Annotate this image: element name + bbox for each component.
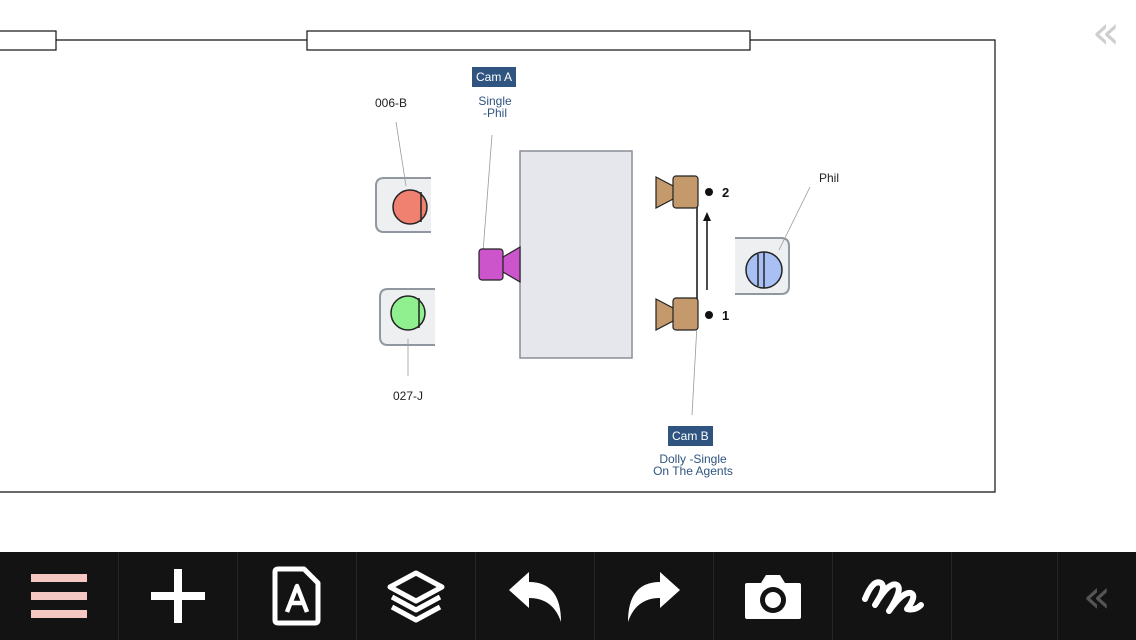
cam-a-icon[interactable] (478, 245, 521, 284)
toolbar-spacer (952, 552, 1057, 640)
window-left (0, 30, 57, 51)
bottom-toolbar: « (0, 552, 1136, 640)
cam-b-position-1-icon[interactable] (655, 297, 699, 331)
actor-label-027-J: 027-J (393, 389, 424, 403)
actor-027-J[interactable] (379, 288, 435, 346)
dolly-position-2-label: 2 (722, 185, 730, 200)
undo-button[interactable] (476, 552, 595, 640)
side-panel-collapse-button[interactable]: « (1091, 5, 1121, 59)
leader-cam-a (482, 134, 493, 253)
cam-b-tag[interactable]: Cam B (668, 426, 713, 446)
window-center (306, 30, 751, 51)
floor-plan-canvas[interactable]: 006-B 027-J Phil Cam A Single -Phil Cam … (0, 0, 1136, 552)
camera-icon (745, 575, 801, 619)
undo-icon (509, 572, 561, 622)
actor-006-B[interactable] (375, 177, 431, 233)
snapshot-button[interactable] (714, 552, 833, 640)
dolly-arrow-head (703, 212, 711, 221)
leader-006-B (395, 121, 407, 187)
add-button[interactable] (119, 552, 238, 640)
dolly-mark-1 (705, 311, 713, 319)
scribble-icon (862, 579, 924, 614)
dolly-mark-2 (705, 188, 713, 196)
text-document-icon (272, 566, 321, 626)
draw-button[interactable] (833, 552, 952, 640)
cam-a-description: Single -Phil (478, 94, 512, 120)
leader-phil (778, 186, 811, 251)
redo-icon (628, 572, 680, 622)
cam-a-tag[interactable]: Cam A (472, 67, 517, 87)
plus-icon (151, 569, 205, 623)
leader-cam-b (691, 324, 698, 416)
toolbar-collapse-button[interactable]: « (1057, 552, 1136, 640)
layers-icon (387, 570, 445, 623)
actor-phil[interactable] (735, 237, 790, 295)
layers-button[interactable] (357, 552, 476, 640)
cam-b-description: Dolly -Single On The Agents (653, 452, 733, 478)
redo-button[interactable] (595, 552, 714, 640)
dolly-position-1-label: 1 (722, 308, 730, 323)
hamburger-menu-icon (31, 574, 87, 618)
cam-b-position-2-icon[interactable] (655, 175, 699, 209)
menu-button[interactable] (0, 552, 119, 640)
floor-plan-svg (0, 30, 996, 493)
actor-label-006-B: 006-B (375, 96, 408, 110)
table[interactable] (519, 150, 633, 359)
text-button[interactable] (238, 552, 357, 640)
actor-label-phil: Phil (819, 171, 840, 185)
